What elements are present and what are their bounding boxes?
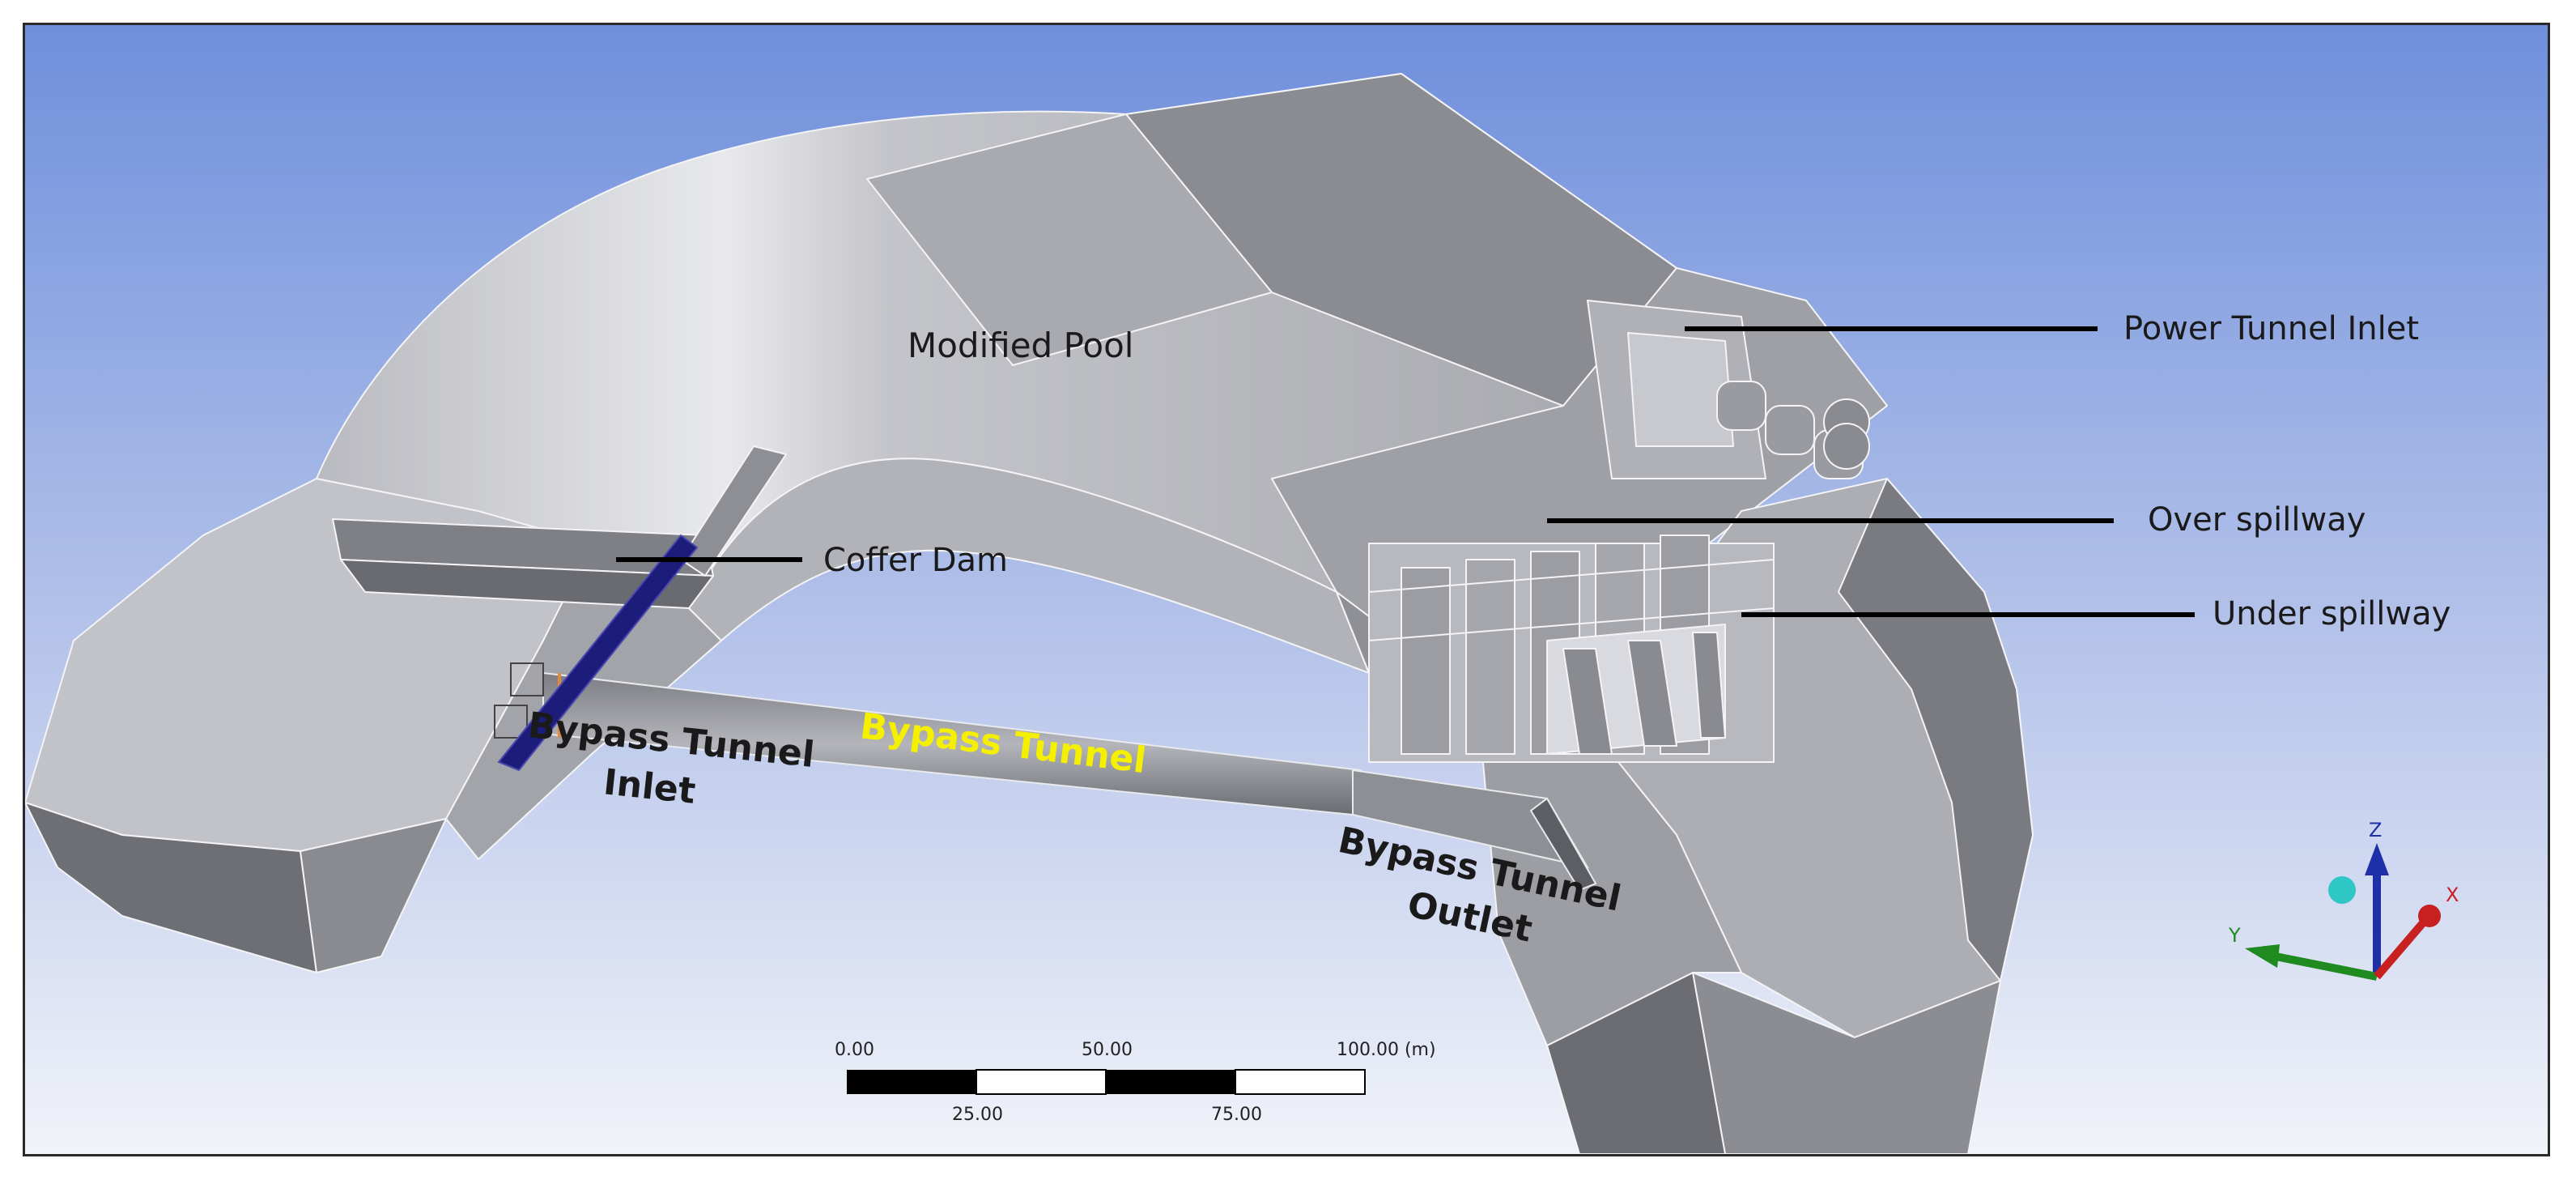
label-modified-pool: Modified Pool	[908, 326, 1133, 365]
label-power-tunnel-inlet: Power Tunnel Inlet	[2123, 310, 2419, 347]
axis-label-z: Z	[2369, 819, 2382, 841]
right-arm-dark-side	[1838, 478, 2034, 982]
spillway-structures	[1368, 535, 1775, 763]
left-arm-side	[300, 818, 447, 973]
axis-triad: Z X Y	[2228, 819, 2459, 981]
axis-y-arrow-icon	[2245, 944, 2280, 968]
cofferdam-small-ridge	[680, 445, 787, 577]
axis-label-x: X	[2446, 884, 2459, 906]
scale-bar: 0.00 50.00 100.00 (m) 25.00 75.00	[835, 1040, 1436, 1125]
power-tunnel-inlet-structure	[1587, 300, 1870, 479]
cofferdam-wall-face	[340, 559, 714, 609]
coffer-dam-sheet	[497, 534, 699, 772]
axis-origin-ball-icon	[2328, 876, 2356, 904]
scale-tick-25: 25.00	[952, 1105, 1003, 1125]
figure-frame: Modified Pool Power Tunnel Inlet Over sp…	[23, 23, 2550, 1156]
label-over-spillway: Over spillway	[2148, 501, 2366, 539]
label-coffer-dam: Coffer Dam	[823, 542, 1008, 579]
label-under-spillway: Under spillway	[2213, 595, 2451, 632]
axis-x-arrow-icon	[2418, 905, 2441, 927]
scale-tick-0: 0.00	[835, 1040, 874, 1060]
leader-lines	[616, 326, 2195, 617]
model-viewport: Modified Pool Power Tunnel Inlet Over sp…	[25, 25, 2548, 1154]
label-bypass-tunnel-inlet-line2: Inlet	[601, 761, 697, 812]
scale-tick-100: 100.00 (m)	[1337, 1040, 1436, 1060]
axis-label-y: Y	[2228, 924, 2241, 947]
model-geometry	[25, 73, 2034, 1154]
scale-tick-75: 75.00	[1211, 1105, 1262, 1125]
axis-z-arrow-icon	[2365, 843, 2389, 875]
scale-tick-50: 50.00	[1082, 1040, 1133, 1060]
pool-upper-slope	[866, 113, 1273, 366]
